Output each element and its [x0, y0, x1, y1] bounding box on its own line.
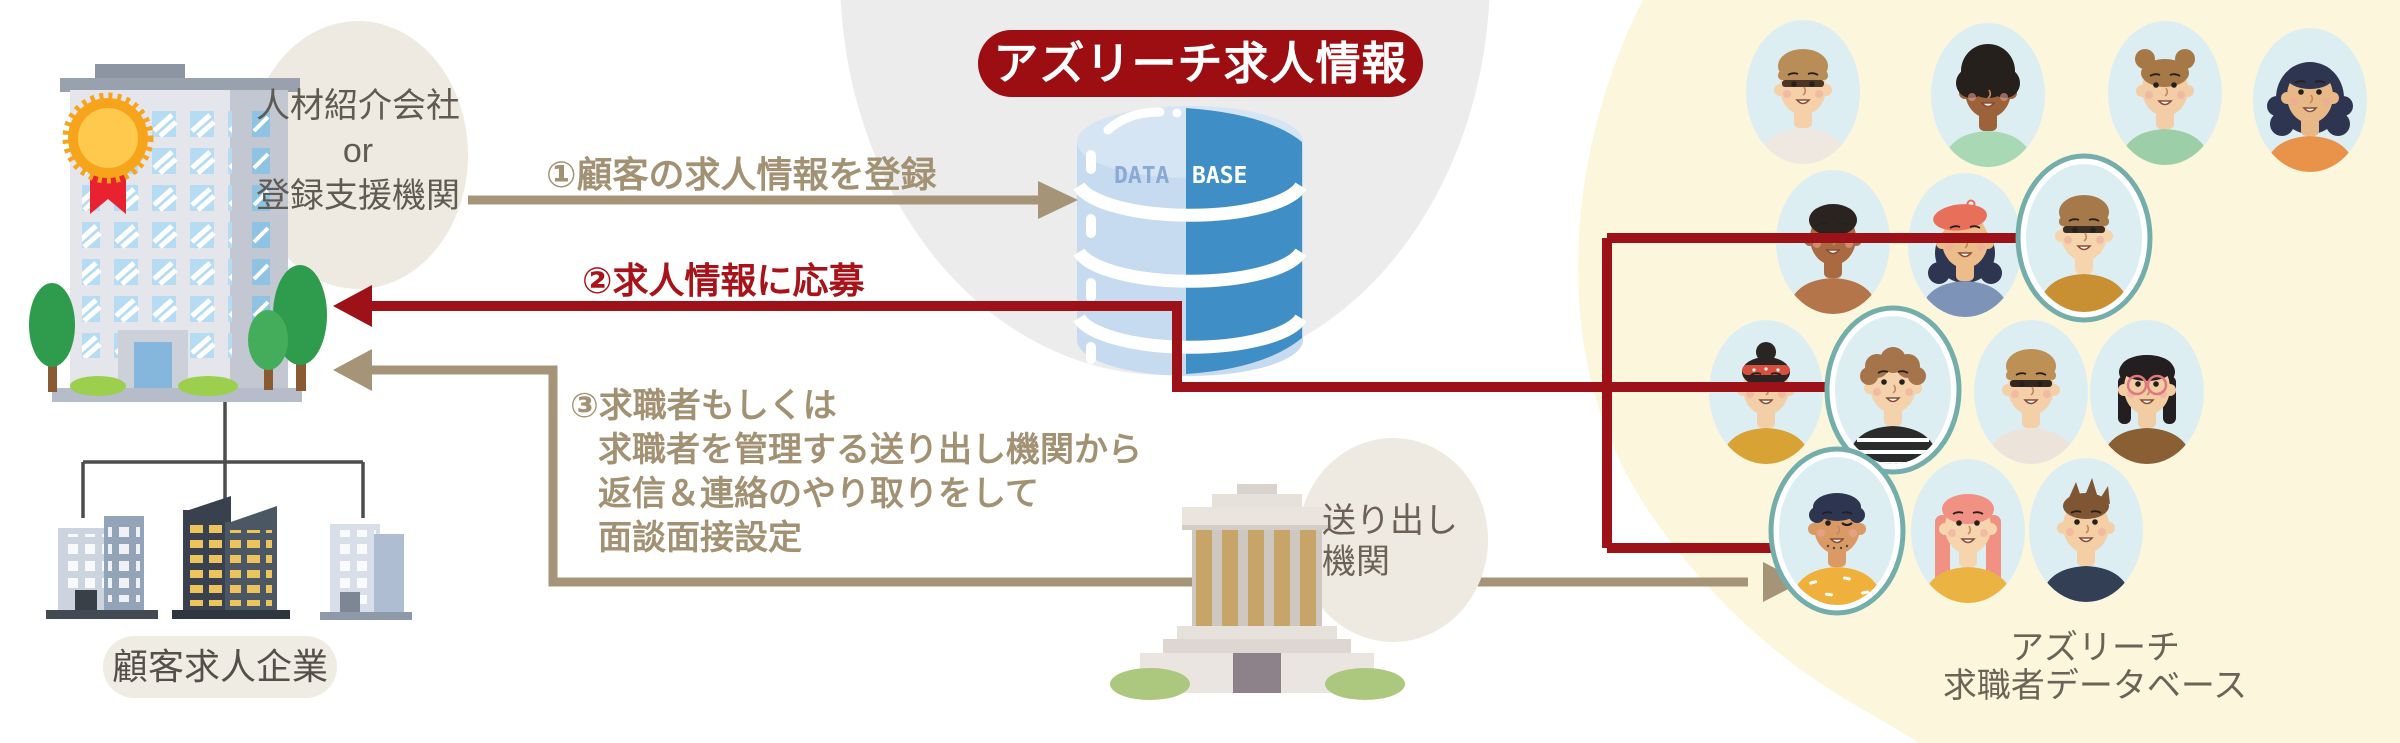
agency-label-line1: 人材紹介会社 — [256, 87, 460, 125]
jobseeker-db-line2: 求職者データベース — [1942, 667, 2248, 705]
jobseeker-avatar-a7 — [2015, 153, 2153, 323]
agency-label: 人材紹介会社 or 登録支援機関 — [248, 84, 468, 219]
arrow-step2-apply — [333, 233, 2022, 553]
step3-line2: 求職者を管理する送り出し機関から — [598, 431, 1142, 469]
award-medal-icon — [62, 92, 154, 214]
step3-line3: 返信＆連絡のやり取りをして — [598, 475, 1039, 513]
sending-org-line1: 送り出し — [1322, 502, 1458, 540]
database-base-text: BASE — [1192, 163, 1248, 189]
agency-circle — [248, 21, 468, 289]
step2-label: ②求人情報に応募 — [582, 260, 865, 301]
client-small-buildings — [46, 496, 412, 620]
agency-label-line2: or — [342, 132, 374, 170]
step3-label: ③求職者もしくは 求職者を管理する送り出し機関から 返信＆連絡のやり取りをして … — [570, 384, 1142, 560]
selected-jobseeker-avatars — [1768, 153, 2153, 616]
jobseeker-avatars — [1709, 20, 2367, 603]
database-icon — [1073, 106, 1307, 376]
arrow-step1-register — [468, 181, 1078, 219]
agency-label-line3: 登録支援機関 — [256, 177, 460, 215]
step3-line4: 面談面接設定 — [598, 519, 802, 557]
jobseeker-avatar-a1 — [1746, 20, 1860, 164]
jobseeker-db-line1: アズリーチ — [2010, 629, 2180, 667]
title-badge: アズリーチ求人情報 — [978, 30, 1423, 97]
step3-line1: ③求職者もしくは — [570, 387, 837, 425]
jobseeker-avatar-a14 — [2029, 458, 2143, 602]
jobseeker-avatar-a10 — [1974, 320, 2088, 464]
jobseeker-avatar-a9 — [1824, 305, 1962, 475]
jobseeker-db-label: アズリーチ 求職者データベース — [1905, 629, 2285, 705]
jobseeker-avatar-a12 — [1768, 446, 1906, 616]
database-data-text: DATA — [1114, 163, 1170, 189]
sending-org-building — [1110, 438, 1488, 700]
flow-arrows — [333, 181, 2022, 602]
sending-org-circle — [1298, 438, 1488, 642]
sending-org-line2: 機関 — [1322, 543, 1390, 581]
step1-label: ①顧客の求人情報を登録 — [546, 154, 937, 195]
client-company-label: 顧客求人企業 — [103, 636, 337, 698]
client-company-building — [29, 64, 412, 620]
jobseeker-avatar-a11 — [2090, 320, 2204, 464]
sending-org-label: 送り出し 機関 — [1322, 501, 1458, 583]
